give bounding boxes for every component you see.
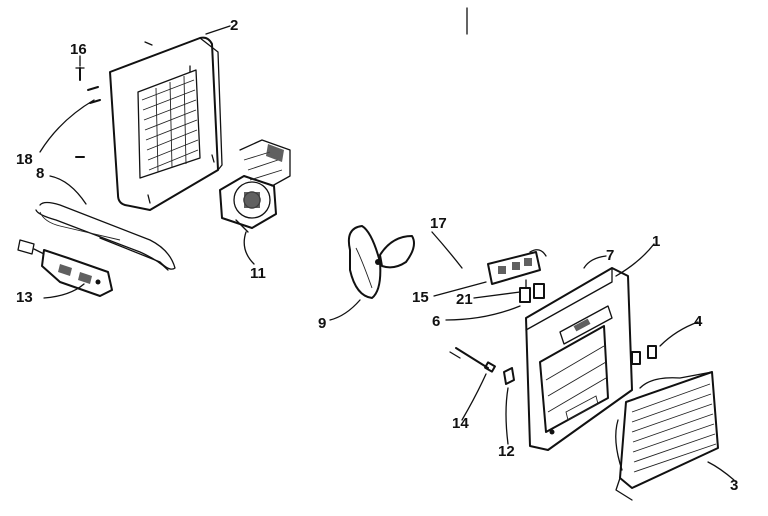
part-terminal-block xyxy=(17,239,113,297)
callout-2: 2 xyxy=(230,17,238,34)
part-sensor-rod xyxy=(449,347,496,373)
callout-21: 21 xyxy=(456,291,473,308)
part-main-housing xyxy=(525,267,633,451)
callout-3: 3 xyxy=(730,477,738,494)
callout-18: 18 xyxy=(16,151,33,168)
part-power-cord xyxy=(35,201,176,271)
callout-9: 9 xyxy=(318,315,326,332)
callout-15: 15 xyxy=(412,289,429,306)
part-clips-right xyxy=(631,345,657,365)
callout-8: 8 xyxy=(36,165,44,182)
callout-12: 12 xyxy=(498,443,515,460)
part-rear-grille-panel xyxy=(109,36,223,211)
callout-6: 6 xyxy=(432,313,440,330)
callout-7: 7 xyxy=(606,247,614,264)
callout-14: 14 xyxy=(452,415,469,432)
callout-16: 16 xyxy=(70,41,87,58)
callout-17: 17 xyxy=(430,215,447,232)
part-front-grille xyxy=(615,371,719,501)
part-clips xyxy=(75,86,101,158)
leader-lines xyxy=(39,25,735,481)
part-small-plug xyxy=(503,367,515,385)
callout-11: 11 xyxy=(250,265,266,282)
part-fan-blade xyxy=(347,225,415,299)
callout-13: 13 xyxy=(16,289,33,306)
callout-1: 1 xyxy=(652,233,660,250)
callout-4: 4 xyxy=(694,313,703,330)
part-screw xyxy=(75,67,85,81)
callout-labels: 2 16 18 8 13 11 9 17 15 21 6 7 1 4 14 12… xyxy=(16,17,738,494)
part-switch-plate xyxy=(487,249,547,303)
part-fan-motor-assembly xyxy=(219,139,291,233)
